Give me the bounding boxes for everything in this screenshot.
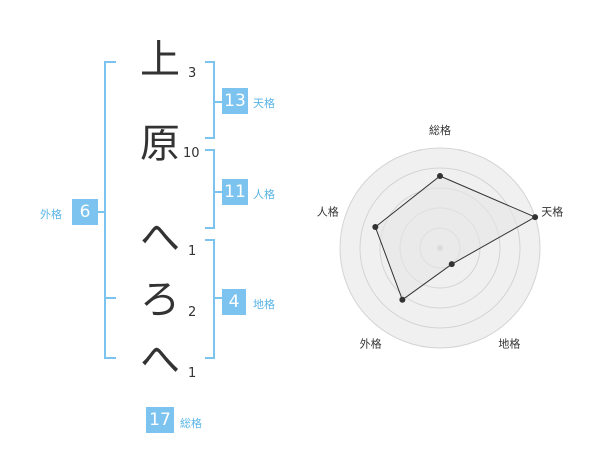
tenkaku-bracket bbox=[205, 61, 215, 139]
gaikaku-bracket bbox=[104, 61, 116, 359]
radar-point-5 bbox=[372, 223, 379, 230]
radar-polygon bbox=[374, 175, 537, 301]
radar-point-4 bbox=[399, 296, 406, 303]
radar-axis-label-5: 人格 bbox=[317, 205, 339, 219]
name-char-1: 上 bbox=[140, 37, 180, 83]
gaikaku-label: 外格 bbox=[40, 208, 62, 221]
name-char-3: へ bbox=[140, 215, 180, 261]
stroke-count-4: 2 bbox=[188, 305, 197, 320]
radar-point-2 bbox=[532, 214, 539, 221]
radar-axis-label-4: 外格 bbox=[360, 336, 382, 350]
radar-axis-label-3: 地格 bbox=[498, 336, 520, 350]
radar-axis-label-2: 天格 bbox=[541, 205, 563, 219]
radar-ring-4 bbox=[359, 167, 521, 329]
stroke-count-1: 3 bbox=[188, 66, 197, 81]
radar-point-1 bbox=[437, 173, 443, 179]
jinkaku-value-badge: 11 bbox=[222, 179, 248, 205]
jinkaku-bracket bbox=[205, 149, 215, 229]
jinkaku-label: 人格 bbox=[253, 188, 275, 201]
tenkaku-label: 天格 bbox=[253, 97, 275, 110]
name-char-4: ろ bbox=[140, 277, 180, 323]
gaikaku-value-badge: 6 bbox=[72, 199, 98, 225]
name-char-5: へ bbox=[140, 337, 180, 383]
radar-axis-label-1: 総格 bbox=[429, 123, 451, 137]
name-char-2: 原 bbox=[140, 121, 180, 167]
stroke-count-2: 10 bbox=[183, 146, 200, 161]
tenkaku-value-badge: 13 bbox=[222, 88, 248, 114]
radar-point-3 bbox=[448, 261, 455, 268]
radar-ring-5 bbox=[339, 147, 541, 349]
chikaku-label: 地格 bbox=[253, 298, 275, 311]
stroke-count-3: 1 bbox=[188, 244, 197, 259]
soukaku-label: 総格 bbox=[180, 417, 202, 430]
chikaku-value-badge: 4 bbox=[222, 289, 246, 315]
soukaku-value-badge: 17 bbox=[146, 407, 174, 433]
stroke-count-5: 1 bbox=[188, 366, 197, 381]
